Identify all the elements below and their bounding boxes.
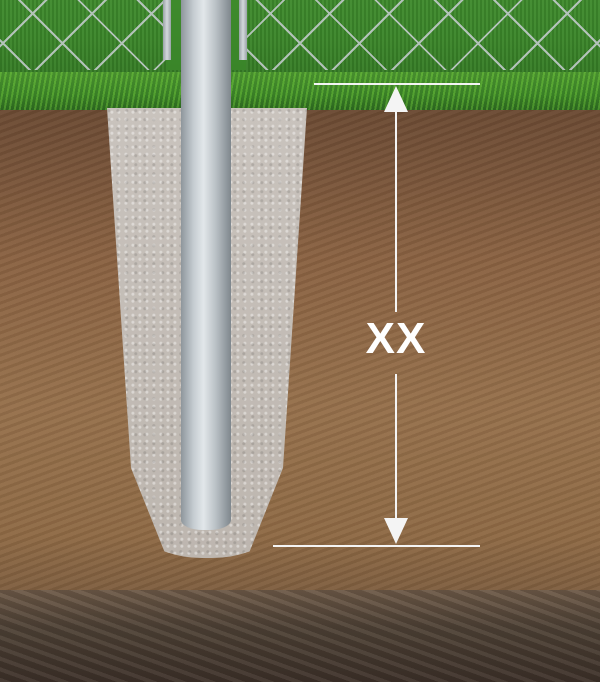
- arrow-up-icon: [384, 86, 408, 112]
- grass-surface: [0, 72, 600, 110]
- subsoil-layer: [0, 590, 600, 682]
- steel-fence-post: [181, 0, 231, 530]
- dimension-line-upper: [395, 108, 397, 312]
- dimension-line-lower: [395, 374, 397, 520]
- fence-tension-bar-left: [163, 0, 171, 60]
- dimension-bottom-line: [273, 545, 480, 547]
- depth-label: XX: [365, 314, 427, 363]
- arrow-down-icon: [384, 518, 408, 544]
- dimension-top-line: [314, 83, 480, 85]
- fence-tension-bar-right: [239, 0, 247, 60]
- chain-link-fence: [0, 0, 600, 70]
